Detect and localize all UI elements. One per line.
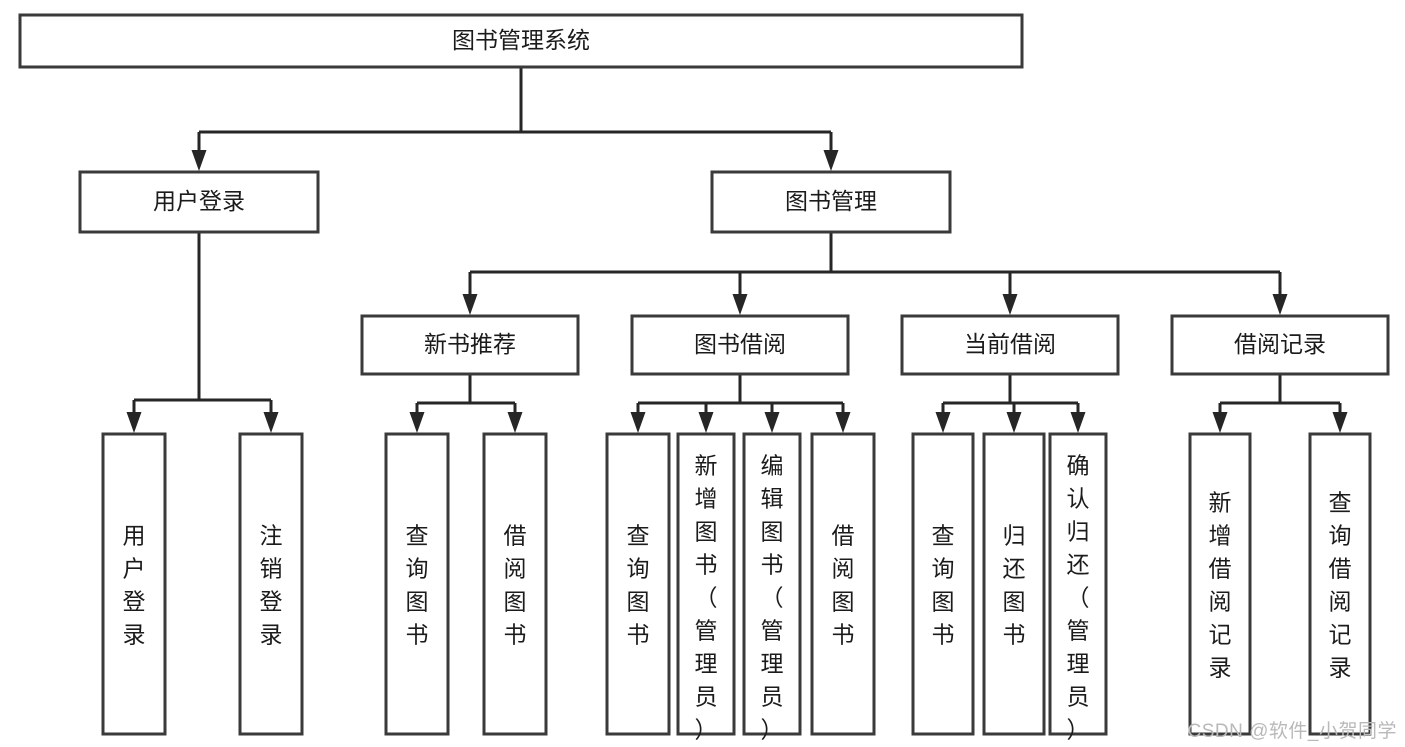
node-current[interactable]: 当前借阅 — [900, 314, 1120, 376]
arrowhead-icon — [764, 412, 780, 433]
arrowhead-icon — [835, 412, 851, 433]
node-leaf11[interactable]: 确认归还（管理员） — [1048, 432, 1108, 743]
node-box[interactable] — [676, 432, 736, 736]
node-label: 图书管理系统 — [452, 27, 590, 53]
node-box[interactable] — [810, 432, 876, 736]
node-label: 归还图书 — [1003, 523, 1026, 648]
node-label: 借阅图书 — [832, 523, 855, 648]
node-label: 新增图书（管理员） — [695, 453, 718, 743]
connector-group-bookmgmt — [462, 232, 1288, 315]
node-box[interactable] — [384, 432, 450, 736]
node-record[interactable]: 借阅记录 — [1170, 314, 1390, 376]
arrowhead-icon — [263, 412, 279, 433]
node-label: 图书借阅 — [694, 331, 786, 357]
node-box[interactable] — [630, 314, 850, 376]
connector-group-borrow — [630, 374, 851, 433]
node-leaf6[interactable]: 新增图书（管理员） — [676, 432, 736, 743]
node-leaf13[interactable]: 查询借阅记录 — [1308, 432, 1372, 736]
connector-group-root — [191, 67, 839, 171]
node-box[interactable] — [78, 170, 320, 234]
node-leaf10[interactable]: 归还图书 — [982, 432, 1046, 736]
node-leaf7[interactable]: 编辑图书（管理员） — [742, 432, 802, 743]
node-leaf4[interactable]: 借阅图书 — [482, 432, 548, 736]
node-box[interactable] — [360, 314, 580, 376]
arrowhead-icon — [1006, 412, 1022, 433]
node-leaf9[interactable]: 查询图书 — [911, 432, 975, 736]
node-layer: 图书管理系统用户登录图书管理新书推荐图书借阅当前借阅借阅记录用户登录注销登录查询… — [18, 13, 1390, 743]
arrowhead-icon — [630, 412, 646, 433]
node-box[interactable] — [1188, 432, 1252, 736]
node-label: 确认归还（管理员） — [1067, 453, 1090, 743]
node-box[interactable] — [482, 432, 548, 736]
node-box[interactable] — [1170, 314, 1390, 376]
connector-group-newbook — [409, 374, 523, 433]
node-label: 借阅图书 — [504, 523, 527, 648]
arrowhead-icon — [126, 412, 142, 433]
node-label: 当前借阅 — [964, 331, 1056, 357]
node-box[interactable] — [1048, 432, 1108, 736]
node-label: 图书管理 — [785, 188, 877, 214]
node-label: 注销登录 — [260, 523, 283, 648]
arrowhead-icon — [1272, 294, 1288, 315]
node-box[interactable] — [982, 432, 1046, 736]
node-label: 编辑图书（管理员） — [761, 453, 784, 743]
node-leaf1[interactable]: 用户登录 — [101, 432, 167, 736]
node-leaf8[interactable]: 借阅图书 — [810, 432, 876, 736]
node-root[interactable]: 图书管理系统 — [18, 13, 1024, 69]
arrowhead-icon — [698, 412, 714, 433]
node-box[interactable] — [911, 432, 975, 736]
node-label: 查询图书 — [627, 523, 650, 648]
node-leaf12[interactable]: 新增借阅记录 — [1188, 432, 1252, 736]
watermark-label: CSDN @软件_小贺同学 — [1187, 721, 1397, 742]
node-label: 查询图书 — [932, 523, 955, 648]
node-label: 用户登录 — [153, 188, 245, 214]
connector-group-login — [126, 232, 279, 433]
arrowhead-icon — [1332, 412, 1348, 433]
arrowhead-icon — [1070, 412, 1086, 433]
node-box[interactable] — [710, 170, 952, 234]
connector-group-current — [935, 374, 1086, 433]
node-newbook[interactable]: 新书推荐 — [360, 314, 580, 376]
node-leaf5[interactable]: 查询图书 — [605, 432, 671, 736]
node-bookmgmt[interactable]: 图书管理 — [710, 170, 952, 234]
node-login[interactable]: 用户登录 — [78, 170, 320, 234]
arrowhead-icon — [1212, 412, 1228, 433]
connector-layer — [126, 67, 1348, 433]
node-label: 用户登录 — [123, 523, 146, 648]
node-box[interactable] — [101, 432, 167, 736]
node-box[interactable] — [238, 432, 304, 736]
node-leaf2[interactable]: 注销登录 — [238, 432, 304, 736]
node-leaf3[interactable]: 查询图书 — [384, 432, 450, 736]
arrowhead-icon — [935, 412, 951, 433]
node-box[interactable] — [1308, 432, 1372, 736]
node-label: 查询借阅记录 — [1329, 490, 1352, 681]
node-label: 新增借阅记录 — [1209, 490, 1232, 681]
node-label: 查询图书 — [406, 523, 429, 648]
arrowhead-icon — [462, 294, 478, 315]
arrowhead-icon — [191, 150, 207, 171]
connector-group-record — [1212, 374, 1348, 433]
arrowhead-icon — [1002, 294, 1018, 315]
arrowhead-icon — [823, 150, 839, 171]
arrowhead-icon — [409, 412, 425, 433]
node-label: 借阅记录 — [1234, 331, 1326, 357]
node-box[interactable] — [605, 432, 671, 736]
node-borrow[interactable]: 图书借阅 — [630, 314, 850, 376]
node-label: 新书推荐 — [424, 331, 516, 357]
node-box[interactable] — [742, 432, 802, 736]
arrowhead-icon — [732, 294, 748, 315]
node-box[interactable] — [900, 314, 1120, 376]
node-box[interactable] — [18, 13, 1024, 69]
arrowhead-icon — [507, 412, 523, 433]
